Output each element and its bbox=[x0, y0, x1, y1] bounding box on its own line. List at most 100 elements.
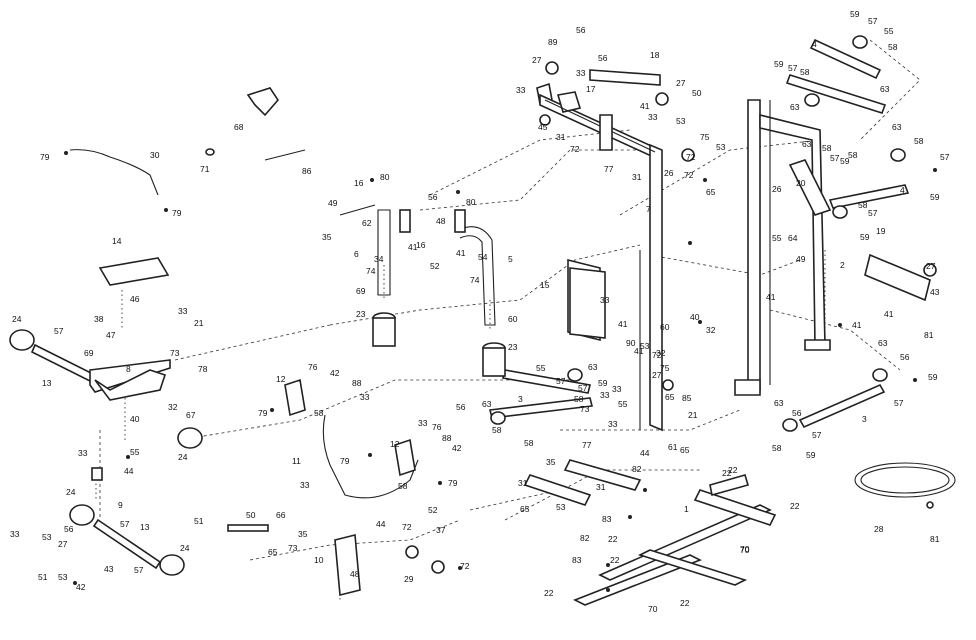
accessories bbox=[69, 87, 306, 196]
part-callout-c86: 57 bbox=[120, 519, 130, 529]
part-callout-c19: 50 bbox=[692, 88, 702, 98]
part-callout-c181: 63 bbox=[802, 139, 812, 149]
part-callout-c65: 38 bbox=[94, 314, 104, 324]
part-callout-c157: 85 bbox=[682, 393, 692, 403]
part-callout-c46: 56 bbox=[428, 192, 438, 202]
part-callout-c8: 57 bbox=[788, 63, 798, 73]
part-callout-c165: 31 bbox=[518, 478, 528, 488]
part-callout-c119: 10 bbox=[314, 555, 324, 565]
part-callout-c182: 58 bbox=[822, 143, 832, 153]
part-callout-c70: 57 bbox=[54, 326, 64, 336]
part-callout-c208: 56 bbox=[900, 352, 910, 362]
part-callout-c173: 22 bbox=[608, 534, 618, 544]
part-callout-c210: 57 bbox=[894, 398, 904, 408]
part-callout-c190: 58 bbox=[848, 150, 858, 160]
part-callout-c133: 32 bbox=[706, 325, 716, 335]
part-callout-c47: 80 bbox=[466, 197, 476, 207]
part-callout-c152: 73 bbox=[580, 404, 590, 414]
part-callout-c40: 79 bbox=[172, 208, 182, 218]
part-callout-c30: 26 bbox=[664, 168, 674, 178]
part-callout-c163: 77 bbox=[582, 440, 592, 450]
part-callout-c24: 72 bbox=[570, 144, 580, 154]
part-callout-c102: 58 bbox=[314, 408, 324, 418]
part-callout-c54: 52 bbox=[430, 261, 440, 271]
part-callout-c84: 24 bbox=[66, 487, 76, 497]
part-callout-c116: 72 bbox=[402, 522, 412, 532]
part-callout-c146: 63 bbox=[482, 399, 492, 409]
part-callout-c166: 65 bbox=[520, 504, 530, 514]
part-callout-c191: 63 bbox=[892, 122, 902, 132]
part-callout-c64: 46 bbox=[130, 294, 140, 304]
part-callout-c60: 23 bbox=[356, 309, 366, 319]
part-callout-c74: 8 bbox=[126, 364, 131, 374]
part-callout-c176: 22 bbox=[544, 588, 554, 598]
part-callout-c38: 71 bbox=[200, 164, 210, 174]
part-callout-c138: 53 bbox=[640, 341, 650, 351]
part-callout-c29: 53 bbox=[716, 142, 726, 152]
part-callout-c5: 58 bbox=[888, 42, 898, 52]
part-callout-c217: 22 bbox=[722, 468, 732, 478]
part-callout-c201: 27 bbox=[926, 261, 936, 271]
base-frame bbox=[523, 459, 777, 606]
part-callout-c156: 65 bbox=[665, 392, 675, 402]
part-callout-c16: 33 bbox=[576, 68, 586, 78]
part-callout-c139: 72 bbox=[652, 350, 662, 360]
part-callout-c99: 42 bbox=[330, 368, 340, 378]
part-callout-c136: 7 bbox=[646, 204, 651, 214]
part-callout-c168: 31 bbox=[596, 482, 606, 492]
part-callout-c213: 3 bbox=[862, 414, 867, 424]
part-callout-c97: 12 bbox=[276, 374, 286, 384]
part-callout-c101: 79 bbox=[258, 408, 268, 418]
part-callout-c87: 13 bbox=[140, 522, 150, 532]
part-callout-c131: 60 bbox=[660, 322, 670, 332]
part-callout-c41: 16 bbox=[354, 178, 364, 188]
part-callout-c103: 33 bbox=[360, 392, 370, 402]
part-callout-c106: 12 bbox=[390, 439, 400, 449]
part-callout-c205: 41 bbox=[884, 309, 894, 319]
part-callout-c76: 32 bbox=[168, 402, 178, 412]
part-callout-c93: 43 bbox=[104, 564, 114, 574]
part-callout-c135: 32 bbox=[656, 348, 666, 358]
part-callout-c148: 59 bbox=[598, 378, 608, 388]
part-callout-c88: 33 bbox=[10, 529, 20, 539]
part-callout-c178: 70 bbox=[740, 545, 750, 555]
part-callout-c197: 58 bbox=[858, 200, 868, 210]
part-callout-c158: 21 bbox=[688, 410, 698, 420]
part-callout-c198: 59 bbox=[860, 232, 870, 242]
part-callout-c81: 33 bbox=[78, 448, 88, 458]
part-callout-c26: 53 bbox=[676, 116, 686, 126]
part-callout-c159: 61 bbox=[668, 442, 678, 452]
part-callout-c132: 90 bbox=[626, 338, 636, 348]
part-callout-c115: 44 bbox=[376, 519, 386, 529]
part-callout-c25: 33 bbox=[648, 112, 658, 122]
part-callout-c175: 22 bbox=[610, 555, 620, 565]
part-callout-c144: 58 bbox=[574, 394, 584, 404]
part-callout-c9: 58 bbox=[800, 67, 810, 77]
part-callout-c185: 20 bbox=[796, 178, 806, 188]
part-callout-c75: 78 bbox=[198, 364, 208, 374]
part-callout-c200: 19 bbox=[876, 226, 886, 236]
part-callout-c92: 53 bbox=[58, 572, 68, 582]
part-callout-c36: 79 bbox=[40, 152, 50, 162]
part-callout-c108: 76 bbox=[432, 422, 442, 432]
part-callout-c184: 59 bbox=[840, 156, 850, 166]
part-callout-c171: 1 bbox=[684, 504, 689, 514]
leg-lever-assembly bbox=[30, 343, 171, 570]
part-callout-c215: 58 bbox=[772, 443, 782, 453]
part-callout-c48: 48 bbox=[436, 216, 446, 226]
part-callout-c127: 65 bbox=[268, 547, 278, 557]
part-callout-c124: 50 bbox=[246, 510, 256, 520]
part-callout-c162: 33 bbox=[608, 419, 618, 429]
part-callout-c164: 35 bbox=[546, 457, 556, 467]
part-callout-c174: 83 bbox=[572, 555, 582, 565]
part-callout-c3: 55 bbox=[884, 26, 894, 36]
part-callout-c28: 72 bbox=[686, 152, 696, 162]
part-callout-c107: 33 bbox=[418, 418, 428, 428]
upper-arm-tubes bbox=[489, 38, 931, 429]
part-callout-c78: 67 bbox=[186, 410, 196, 420]
part-callout-c113: 52 bbox=[428, 505, 438, 515]
part-callout-c55: 41 bbox=[456, 248, 466, 258]
part-callout-c11: 56 bbox=[576, 25, 586, 35]
part-callout-c125: 66 bbox=[276, 510, 286, 520]
part-callout-c89: 53 bbox=[42, 532, 52, 542]
